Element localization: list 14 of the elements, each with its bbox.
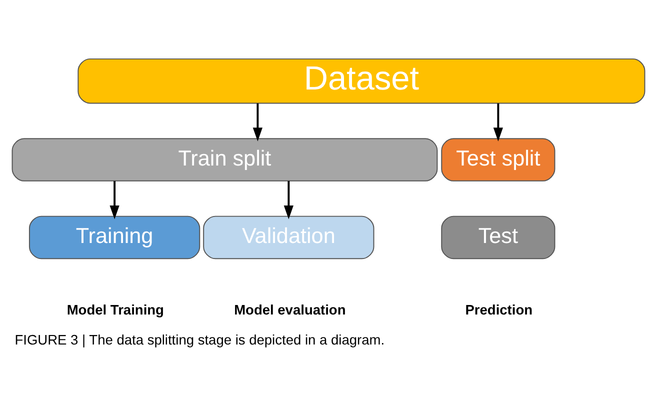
node-box: Validation [203,215,374,259]
node-label: Model Training [66,302,164,317]
node-box: Test split [441,138,556,181]
node-box: Training [28,215,200,259]
node-box: Test [441,215,556,259]
arrow [493,102,503,141]
node-box: Train split [12,138,438,181]
node-box: Dataset [78,58,646,104]
node-label: Prediction [465,302,533,317]
arrow [284,180,294,219]
node-label: Model evaluation [234,302,346,317]
arrow [110,180,120,219]
caption: FIGURE 3 | The data splitting stage is depicted in a diagram. [14,332,385,347]
arrow [252,102,262,141]
